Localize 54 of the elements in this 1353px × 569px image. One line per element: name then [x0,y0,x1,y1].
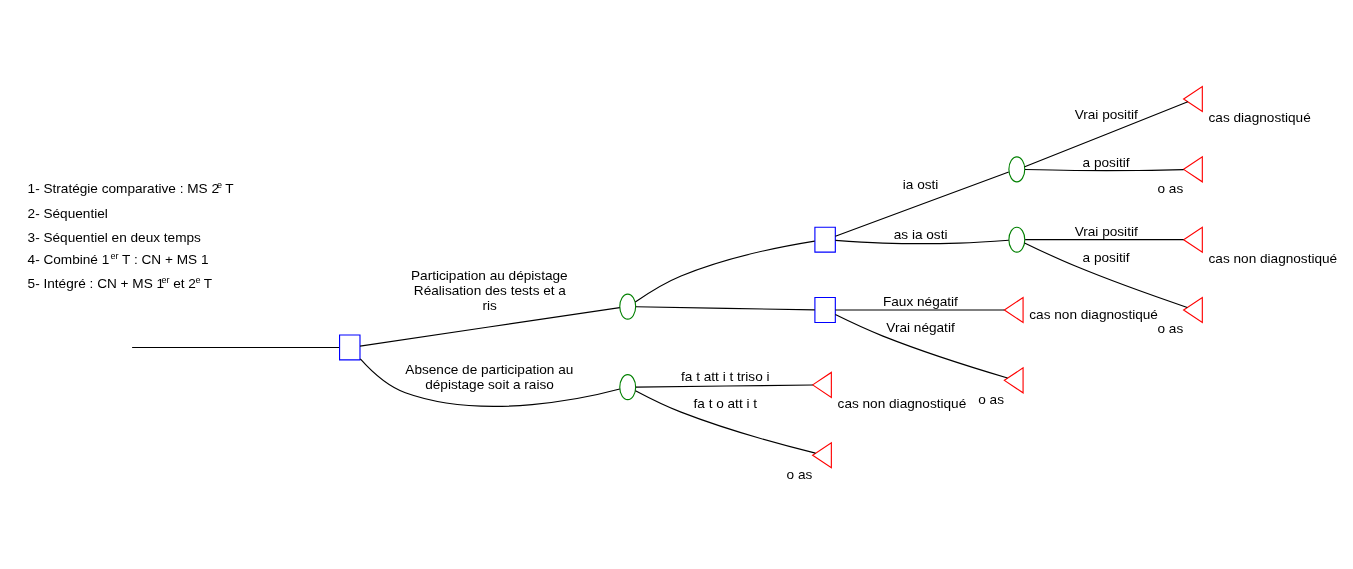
edge-label: fa t o att i t [693,396,758,412]
node-box [814,297,836,324]
node-circle [1008,156,1026,183]
edge-label: Participation au dépistage Réalisation des tests et a ris [411,268,568,313]
connector [634,390,816,454]
edge-label: as ia osti [893,227,948,243]
node-label: o as [1157,321,1184,337]
node-triangle [1003,296,1024,324]
node-triangle [1003,366,1024,394]
connector [1024,168,1185,172]
connector [834,239,1010,245]
node-triangle [811,371,832,399]
label: 3- Séquentiel en deux temps [27,229,201,245]
node-label: cas non diagnostiqué [1029,306,1158,322]
edge-label: a positif [1082,249,1130,265]
connector [635,384,814,388]
edge-label: Vrai positif [1074,223,1138,239]
connector [359,307,621,347]
node-label: cas diagnostiqué [1208,110,1311,126]
connector [1024,239,1185,241]
edge-label: Vrai négatif [886,320,955,336]
node-label: o as [978,391,1004,407]
node-label: o as [1157,180,1184,196]
edge-label: fa t att i t triso i [681,369,770,385]
node-triangle [1182,85,1203,113]
label: 5- Intégré : CN + MS 1$^{er}$ et 2$^{e}$ T [27,275,213,292]
connector [1023,242,1188,308]
edge-label: Faux négatif [882,294,958,310]
edge-label: Absence de participation au dépistage soit a raiso [405,362,574,392]
edge-label: a positif [1082,154,1130,170]
node-circle [619,293,637,320]
connector [131,346,340,349]
label: 2- Séquentiel [27,205,108,221]
connector [1024,101,1189,168]
label: 4- Combiné 1$^{er}$ T : CN + MS 1 [27,251,209,268]
connector [634,240,816,303]
connector [635,306,816,311]
node-box [339,334,361,361]
node-triangle [1182,155,1203,183]
node-circle [1008,226,1026,253]
node-triangle [1182,226,1203,254]
label: 1- Stratégie comparative : MS 2$^{e}$ T [27,179,234,196]
connector [359,358,621,407]
edge-label: Vrai positif [1074,106,1138,122]
connector [834,171,1010,237]
node-label: cas non diagnostiqué [837,396,967,412]
node-triangle [811,441,832,469]
edge-label: ia osti [902,177,939,193]
node-circle [619,374,637,401]
node-label: cas non diagnostiqué [1208,251,1338,267]
connector [834,314,1009,379]
node-label: o as [786,466,813,482]
node-triangle [1182,296,1203,324]
node-box [814,226,836,253]
